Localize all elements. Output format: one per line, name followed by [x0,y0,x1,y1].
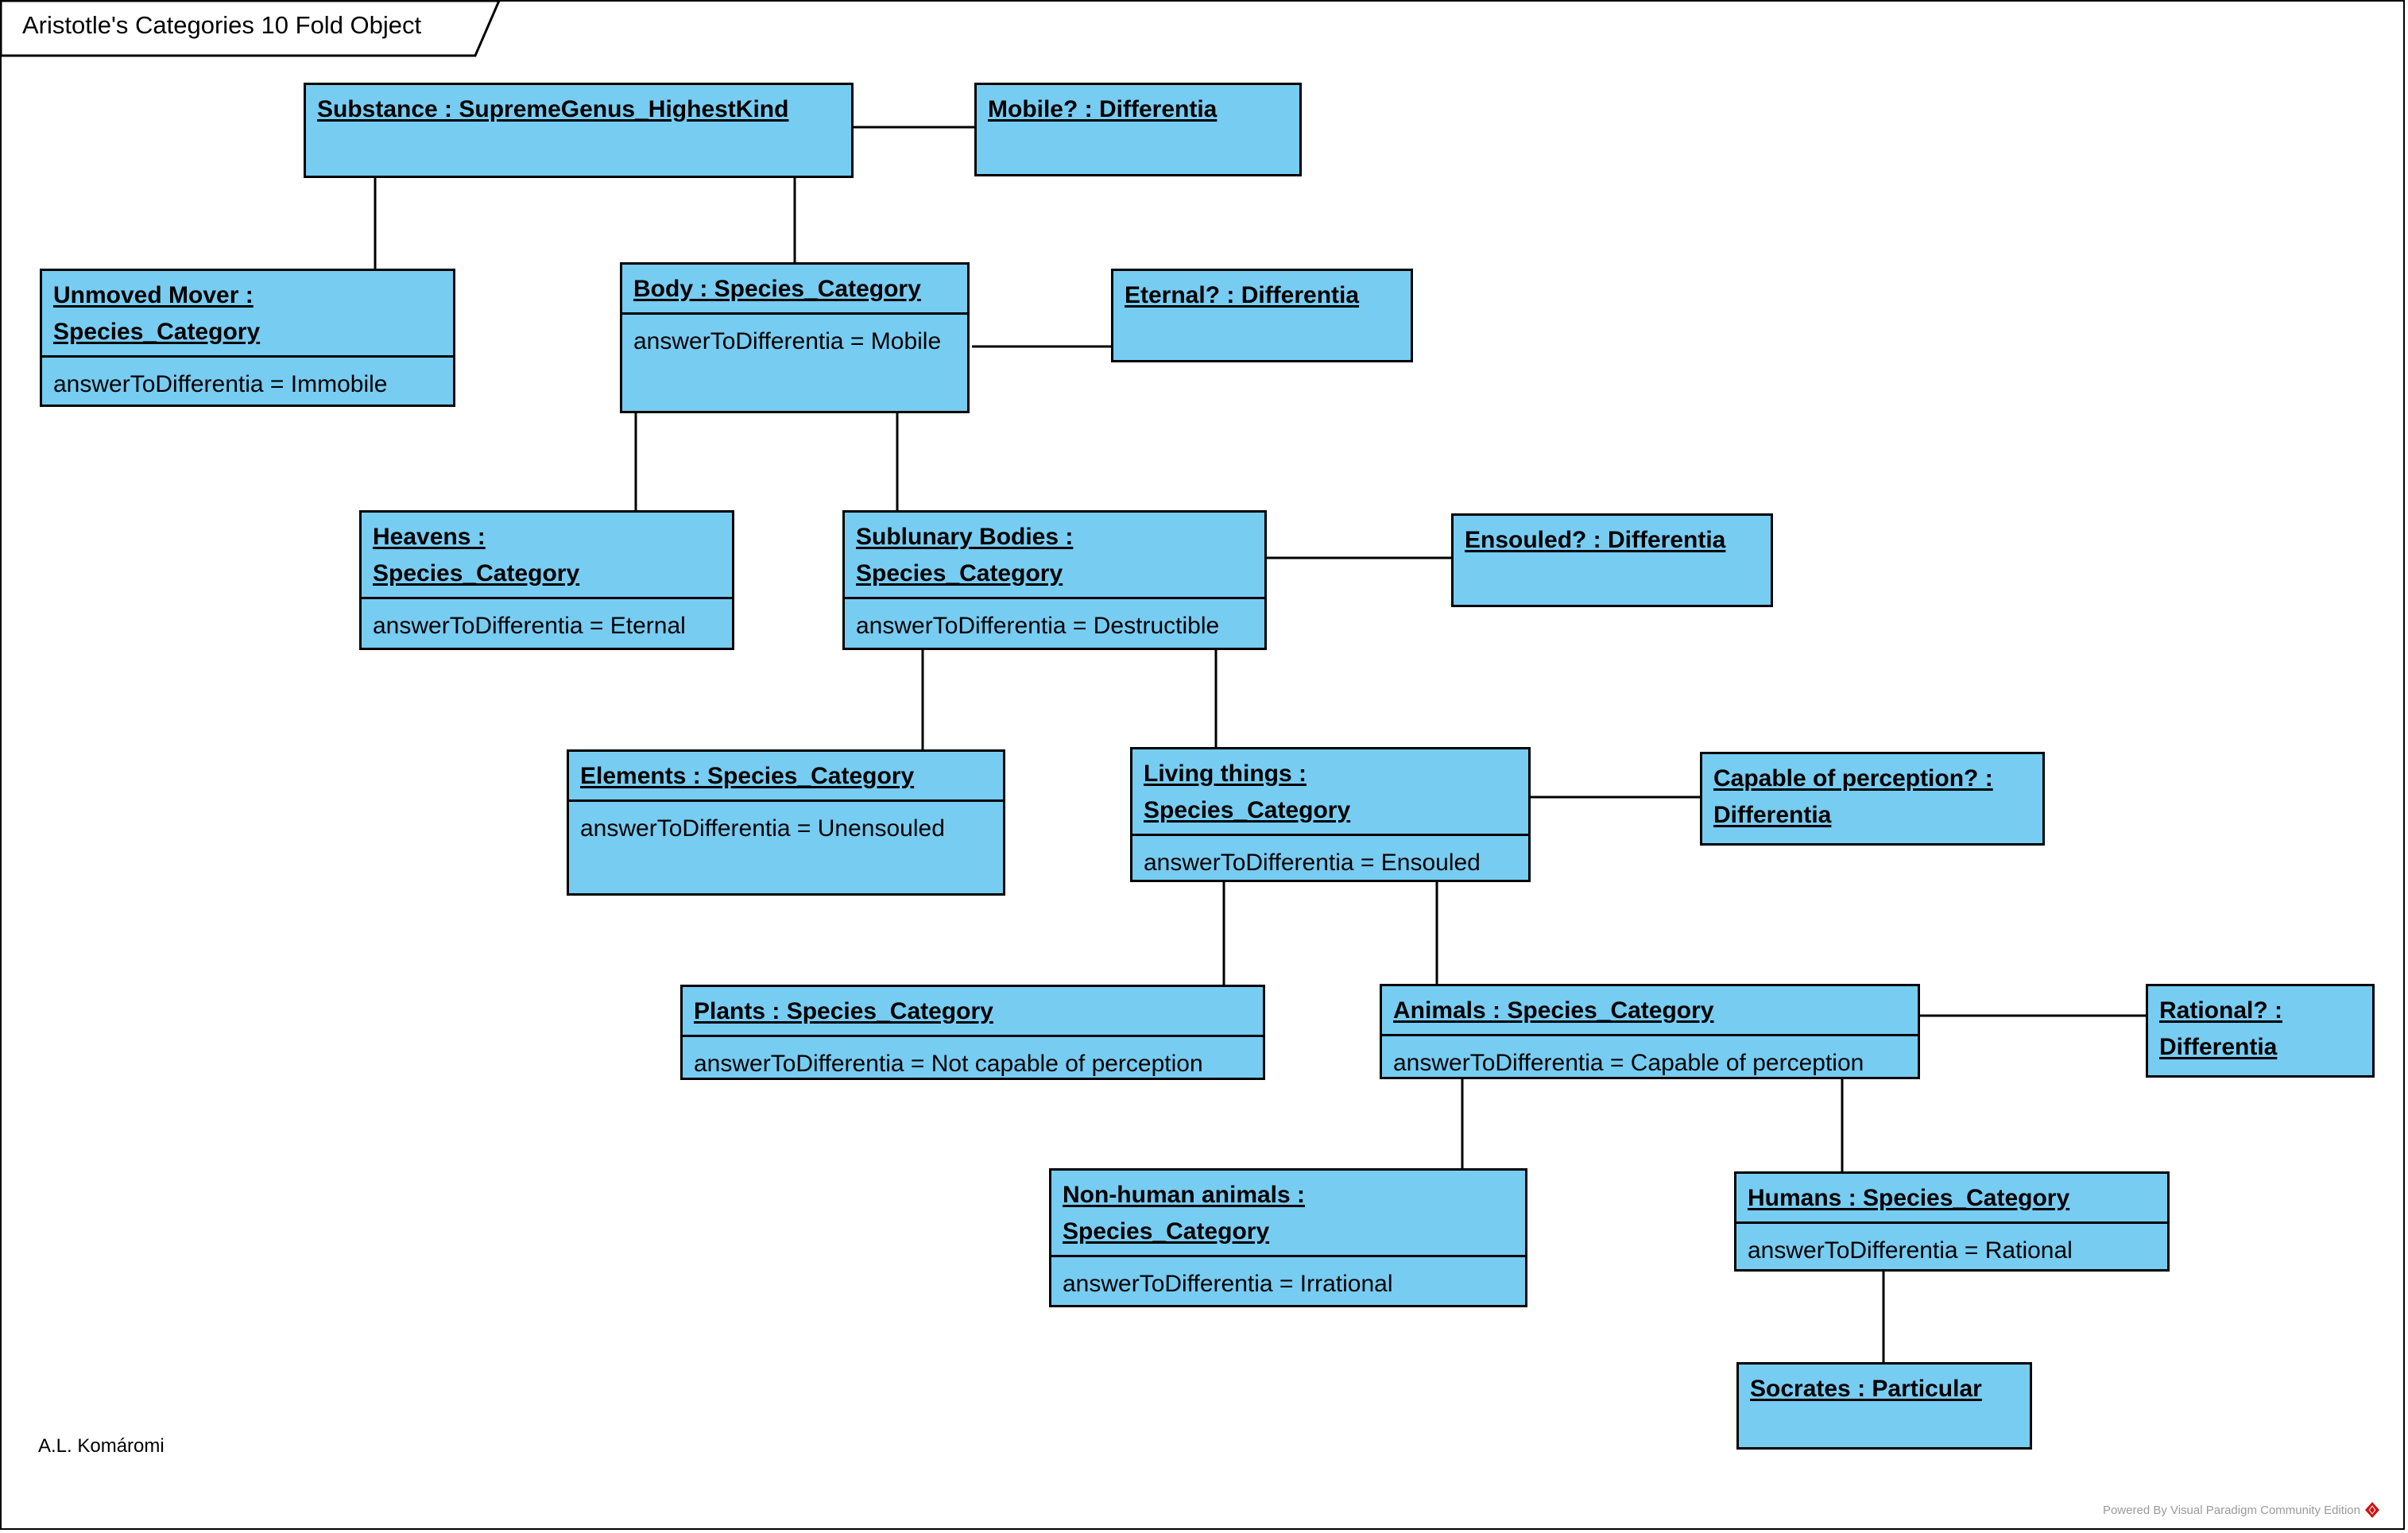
object-mobile-differentia-title: Mobile? : Differentia [988,96,1218,122]
object-ensouled-differentia-title: Ensouled? : Differentia [1465,527,1726,553]
object-elements-separator [569,799,1003,802]
object-elements-attributes: answerToDifferentia = Unensouled [569,802,1003,845]
object-attribute: answerToDifferentia = Not capable of per… [694,1051,1203,1077]
object-substance[interactable]: Substance : SupremeGenus_HighestKind [304,83,854,178]
object-animals-title: Animals : Species_Category [1393,997,1714,1024]
object-attribute: answerToDifferentia = Rational [1748,1237,2073,1264]
object-body-separator [622,312,967,315]
object-substance-title: Substance : SupremeGenus_HighestKind [317,96,789,122]
object-animals-attributes: answerToDifferentia = Capable of percept… [1382,1036,1918,1079]
object-socrates[interactable]: Socrates : Particular [1736,1362,2032,1450]
object-attribute: answerToDifferentia = Eternal [373,613,686,639]
object-mobile-differentia[interactable]: Mobile? : Differentia [974,83,1302,176]
object-attribute: answerToDifferentia = Irrational [1063,1271,1393,1297]
object-capable-of-perception-differentia[interactable]: Capable of perception? : Differentia [1700,752,2045,846]
author-signature: A.L. Komáromi [38,1435,165,1457]
object-animals-separator [1382,1034,1918,1036]
diagram-title: Aristotle's Categories 10 Fold Object [22,11,422,39]
diagram-frame-tab[interactable]: Aristotle's Categories 10 Fold Object [0,0,501,57]
visual-paradigm-watermark: Powered By Visual Paradigm Community Edi… [2103,1502,2379,1518]
object-unmoved-mover-attributes: answerToDifferentia = Immobile [42,358,453,401]
object-socrates-title: Socrates : Particular [1750,1376,1982,1402]
object-non-human-animals-attributes: answerToDifferentia = Irrational [1051,1257,1525,1300]
object-humans-title: Humans : Species_Category [1748,1185,2070,1211]
object-body-title: Body : Species_Category [633,276,921,302]
object-non-human-animals-title: Non-human animals : Species_Category [1063,1182,1306,1245]
object-attribute: answerToDifferentia = Mobile [633,328,942,354]
object-humans[interactable]: Humans : Species_Category answerToDiffer… [1734,1171,2170,1272]
object-heavens[interactable]: Heavens : Species_Category answerToDiffe… [359,510,734,650]
object-humans-separator [1736,1221,2167,1224]
object-non-human-animals-separator [1051,1255,1525,1257]
watermark-label: Powered By Visual Paradigm Community Edi… [2102,1503,2360,1517]
object-heavens-title: Heavens : Species_Category [373,524,580,586]
object-plants[interactable]: Plants : Species_Category answerToDiffer… [680,985,1265,1080]
visual-paradigm-logo-icon [2365,1502,2379,1518]
object-humans-attributes: answerToDifferentia = Rational [1736,1224,2167,1267]
object-unmoved-mover[interactable]: Unmoved Mover : Species_Category answerT… [40,269,455,407]
object-sublunary-bodies-separator [845,597,1264,599]
object-non-human-animals[interactable]: Non-human animals : Species_Category ans… [1049,1168,1527,1307]
object-heavens-attributes: answerToDifferentia = Eternal [362,599,732,642]
object-sublunary-bodies-title: Sublunary Bodies : Species_Category [856,524,1074,586]
object-elements-title: Elements : Species_Category [580,763,915,789]
object-attribute: answerToDifferentia = Ensouled [1144,850,1481,876]
object-living-things[interactable]: Living things : Species_Category answerT… [1130,747,1531,882]
object-living-things-attributes: answerToDifferentia = Ensouled [1132,836,1528,879]
object-ensouled-differentia[interactable]: Ensouled? : Differentia [1451,513,1773,607]
object-sublunary-bodies-attributes: answerToDifferentia = Destructible [845,599,1264,642]
object-eternal-differentia[interactable]: Eternal? : Differentia [1111,269,1413,362]
object-plants-separator [683,1035,1263,1037]
object-eternal-differentia-title: Eternal? : Differentia [1125,282,1360,308]
object-attribute: answerToDifferentia = Immobile [53,371,388,397]
object-plants-title: Plants : Species_Category [694,998,993,1024]
object-unmoved-mover-title: Unmoved Mover : Species_Category [53,282,261,345]
object-animals[interactable]: Animals : Species_Category answerToDiffe… [1380,984,1920,1079]
object-unmoved-mover-separator [42,355,453,358]
object-elements[interactable]: Elements : Species_Category answerToDiff… [567,749,1005,896]
object-capable-of-perception-differentia-title: Capable of perception? : Differentia [1713,765,1993,828]
object-attribute: answerToDifferentia = Capable of percept… [1393,1050,1864,1076]
object-living-things-separator [1132,834,1528,836]
object-plants-attributes: answerToDifferentia = Not capable of per… [683,1037,1263,1080]
object-body[interactable]: Body : Species_Category answerToDifferen… [620,262,970,413]
object-rational-differentia[interactable]: Rational? : Differentia [2146,984,2375,1078]
object-body-attributes: answerToDifferentia = Mobile [622,315,967,358]
object-heavens-separator [362,597,732,599]
object-attribute: answerToDifferentia = Unensouled [580,815,945,842]
object-sublunary-bodies[interactable]: Sublunary Bodies : Species_Category answ… [842,510,1267,650]
object-attribute: answerToDifferentia = Destructible [856,613,1220,639]
object-living-things-title: Living things : Species_Category [1144,761,1351,823]
object-rational-differentia-title: Rational? : Differentia [2159,997,2282,1060]
